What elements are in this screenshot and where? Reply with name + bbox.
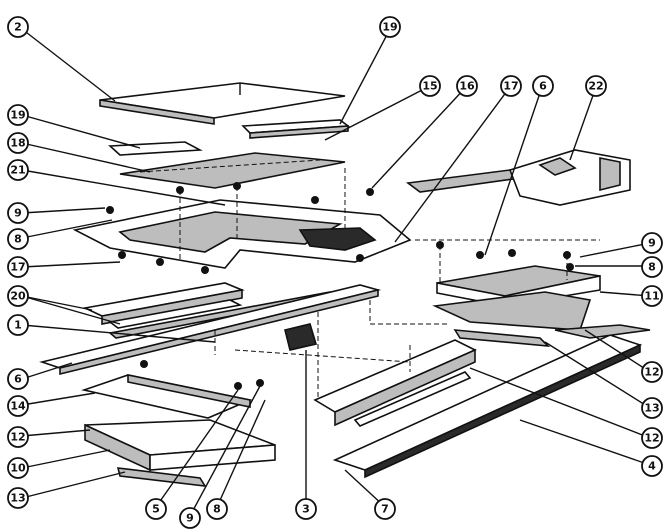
callout-label: 8 [14,233,22,246]
callout-13-right: 13 [641,397,663,419]
callout-13-left: 13 [7,487,29,509]
callout-8-left: 8 [7,228,29,250]
callout-20: 20 [7,285,29,307]
callout-21: 21 [7,159,29,181]
callout-6-left: 6 [7,368,29,390]
callout-label: 9 [648,237,656,250]
right-stand [405,149,631,206]
channel-rail [39,284,382,376]
callout-17-top: 17 [500,75,522,97]
callout-6-top: 6 [532,75,554,97]
callout-11: 11 [641,285,663,307]
small-block [284,323,318,351]
callout-19-top: 19 [379,16,401,38]
callout-label: 16 [459,80,475,93]
screws [106,182,574,390]
callout-label: 20 [10,290,26,303]
callout-label: 4 [648,460,656,473]
callout-label: 12 [644,366,659,379]
callout-label: 21 [10,164,25,177]
center-channel [313,339,477,427]
callout-label: 2 [14,21,22,34]
callout-5: 5 [145,498,167,520]
callout-label: 11 [644,290,659,303]
callout-14: 14 [7,395,29,417]
callout-8-bottom: 8 [206,498,228,520]
upper-bracket [241,119,351,139]
callout-label: 3 [302,503,310,516]
callout-label: 12 [10,431,25,444]
callout-16: 16 [456,75,478,97]
left-rail-assembly [82,282,245,329]
callout-label: 6 [539,80,547,93]
right-assembly [432,265,601,331]
callout-label: 1 [14,319,22,332]
callout-label: 19 [10,109,25,122]
callout-label: 19 [382,21,397,34]
callout-12-left: 12 [7,426,29,448]
lower-bracket [84,419,276,472]
callout-9-bottom: 9 [179,507,201,529]
callout-8-right: 8 [641,256,663,278]
callout-label: 10 [10,462,26,475]
main-frame [72,199,412,269]
callout-15: 15 [419,75,441,97]
callout-label: 5 [152,503,160,516]
guide-lines [179,168,600,400]
callout-3: 3 [295,498,317,520]
lower-plate [81,374,253,419]
callout-9-left: 9 [7,202,29,224]
callout-label: 13 [10,492,25,505]
callout-10: 10 [7,457,29,479]
callout-label: 9 [14,207,22,220]
callout-9-right: 9 [641,232,663,254]
callout-2: 2 [7,16,29,38]
callout-label: 14 [10,400,26,413]
callout-19-left: 19 [7,104,29,126]
callout-label: 17 [503,80,518,93]
callout-label: 6 [14,373,22,386]
callout-label: 8 [213,503,221,516]
callout-label: 17 [10,261,25,274]
callout-12-right-low: 12 [641,427,663,449]
callout-18: 18 [7,132,29,154]
callout-label: 18 [10,137,25,150]
callout-label: 9 [186,512,194,525]
top-cover-plate [99,82,346,125]
callout-label: 7 [381,503,389,516]
mesh-plate [119,152,346,189]
callout-label: 12 [644,432,659,445]
callout-7: 7 [374,498,396,520]
callout-label: 15 [422,80,437,93]
callout-label: 13 [644,402,659,415]
callout-17-left: 17 [7,256,29,278]
callout-12-right: 12 [641,361,663,383]
callout-22: 22 [585,75,607,97]
callout-label: 8 [648,261,656,274]
callout-label: 22 [588,80,603,93]
bottom-small-rail [116,467,207,487]
callout-4: 4 [641,455,663,477]
long-bottom-rail [332,324,651,479]
mid-right-rail [453,329,551,347]
callout-1: 1 [7,314,29,336]
